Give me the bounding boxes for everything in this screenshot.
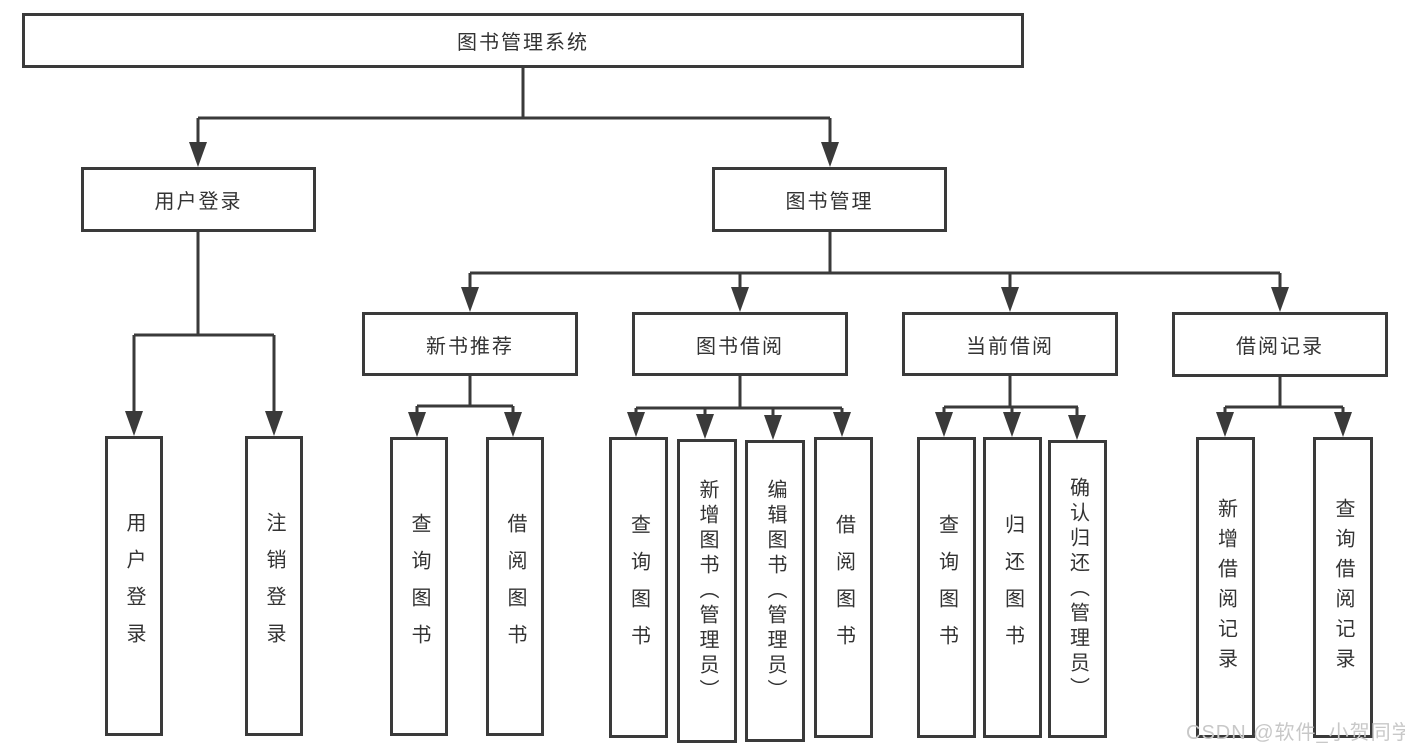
connector-user-login-children: [132, 232, 276, 412]
leaf-confirm-return-admin-label: 确认归还（管理员）: [1066, 476, 1089, 702]
leaf-borrow-books: 借阅图书: [814, 437, 873, 738]
leaf-rec-borrow-books: 借阅图书: [486, 437, 544, 736]
connector-book-mgmt-children: [468, 232, 1282, 288]
leaf-confirm-return-admin: 确认归还（管理员）: [1048, 440, 1107, 738]
leaf-rec-query-books-label: 查询图书: [408, 512, 430, 661]
leaf-edit-book-admin: 编辑图书（管理员）: [745, 440, 805, 742]
leaf-add-book-admin: 新增图书（管理员）: [677, 439, 737, 743]
node-book-borrow: 图书借阅: [632, 312, 848, 376]
node-user-login-label: 用户登录: [154, 191, 243, 213]
leaf-rec-query-books: 查询图书: [390, 437, 448, 736]
node-book-management: 图书管理: [712, 167, 947, 232]
leaf-add-borrow-record-label: 新增借阅记录: [1214, 497, 1237, 678]
node-user-login: 用户登录: [81, 167, 316, 232]
connector-current-borrow-children: [942, 376, 1079, 415]
node-book-management-label: 图书管理: [785, 191, 874, 213]
leaf-return-books-label: 归还图书: [1001, 513, 1024, 662]
node-book-borrow-label: 图书借阅: [696, 335, 784, 358]
connector-borrow-records-children: [1223, 376, 1345, 413]
node-borrow-records: 借阅记录: [1172, 312, 1388, 377]
node-current-borrow-label: 当前借阅: [966, 335, 1054, 358]
node-root-label: 图书管理系统: [457, 32, 589, 54]
leaf-user-login-label: 用户登录: [123, 512, 145, 660]
node-root: 图书管理系统: [22, 13, 1024, 68]
leaf-add-borrow-record: 新增借阅记录: [1196, 437, 1255, 738]
leaf-add-book-admin-label: 新增图书（管理员）: [696, 478, 718, 704]
leaf-rec-borrow-books-label: 借阅图书: [504, 512, 526, 661]
leaf-query-borrow-record-label: 查询借阅记录: [1332, 497, 1354, 678]
node-new-book-recommend-label: 新书推荐: [426, 335, 514, 358]
leaf-return-books: 归还图书: [983, 437, 1042, 738]
connector-new-book-children: [415, 376, 515, 413]
leaf-borrow-query-books-label: 查询图书: [627, 513, 650, 662]
leaf-logout-label: 注销登录: [263, 512, 285, 660]
node-borrow-records-label: 借阅记录: [1236, 336, 1324, 358]
connector-book-borrow-children: [634, 376, 844, 415]
leaf-query-borrow-record: 查询借阅记录: [1313, 437, 1373, 738]
arrowheads: [125, 142, 1352, 440]
csdn-watermark: CSDN @软件_小贺同学: [1186, 722, 1405, 744]
leaf-current-query-books: 查询图书: [917, 437, 976, 738]
node-new-book-recommend: 新书推荐: [362, 312, 578, 376]
leaf-current-query-books-label: 查询图书: [935, 513, 958, 662]
connector-root-to-level2: [196, 68, 832, 143]
leaf-user-login: 用户登录: [105, 436, 163, 736]
leaf-logout: 注销登录: [245, 436, 303, 736]
leaf-borrow-books-label: 借阅图书: [832, 513, 855, 662]
leaf-edit-book-admin-label: 编辑图书（管理员）: [764, 478, 786, 704]
node-current-borrow: 当前借阅: [902, 312, 1118, 376]
leaf-borrow-query-books: 查询图书: [609, 437, 668, 738]
